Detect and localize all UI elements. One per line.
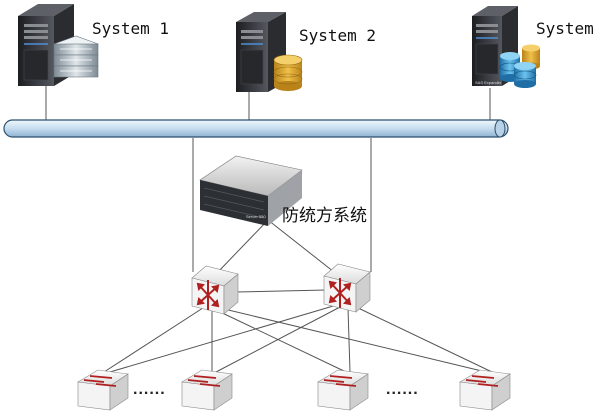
- switch-arrows-icon: [465, 375, 499, 387]
- link-coreL-access1: [103, 305, 207, 373]
- system-2-node: System 2: [236, 12, 376, 92]
- access-switch-1: [77, 369, 129, 411]
- core-switch-left: [191, 265, 239, 315]
- link-coreR-access3: [347, 307, 351, 373]
- access-switch-3: [317, 369, 369, 411]
- system-3-node: SAS Expander System 3: [472, 6, 600, 88]
- switch-arrows-icon: [187, 375, 221, 387]
- link-coreL-access3: [215, 309, 347, 373]
- ellipsis-left: ......: [133, 381, 166, 398]
- system-1-node: System 1: [18, 4, 169, 86]
- tower-server-icon: [236, 12, 286, 92]
- link-coreR-access1: [109, 303, 341, 373]
- rack-server-icon: Server 550: [199, 155, 303, 226]
- rack-device-caption: Server 550: [246, 214, 266, 219]
- connection-lines: [45, 84, 493, 373]
- router-arrows-icon: [328, 278, 352, 308]
- system-3-label: System 3: [536, 19, 600, 38]
- firewall-system-label: 防统方系统: [282, 206, 367, 226]
- link-coreR-access2: [215, 305, 343, 373]
- link-coreR-access4: [353, 305, 493, 373]
- system-3-device-caption: SAS Expander: [475, 80, 502, 85]
- core-switch-right: [323, 263, 371, 313]
- ellipsis-right: ......: [386, 381, 419, 398]
- link-coreL-access4: [219, 307, 487, 373]
- backbone-bus: [3, 119, 509, 138]
- access-switch-2: [181, 369, 233, 411]
- link-firewall-core-right: [267, 219, 335, 273]
- switch-arrows-icon: [323, 375, 357, 387]
- blue-gold-disk-stack-icon: [499, 44, 540, 88]
- system-2-label: System 2: [299, 26, 376, 45]
- router-arrows-icon: [196, 280, 220, 310]
- access-switch-4: [459, 369, 511, 411]
- link-core-interconnect: [235, 289, 327, 293]
- link-firewall-core-left: [215, 219, 269, 275]
- switch-arrows-icon: [83, 375, 117, 387]
- gold-disk-stack-icon: [273, 54, 303, 91]
- system-1-label: System 1: [92, 19, 169, 38]
- database-stack-icon: [53, 35, 99, 85]
